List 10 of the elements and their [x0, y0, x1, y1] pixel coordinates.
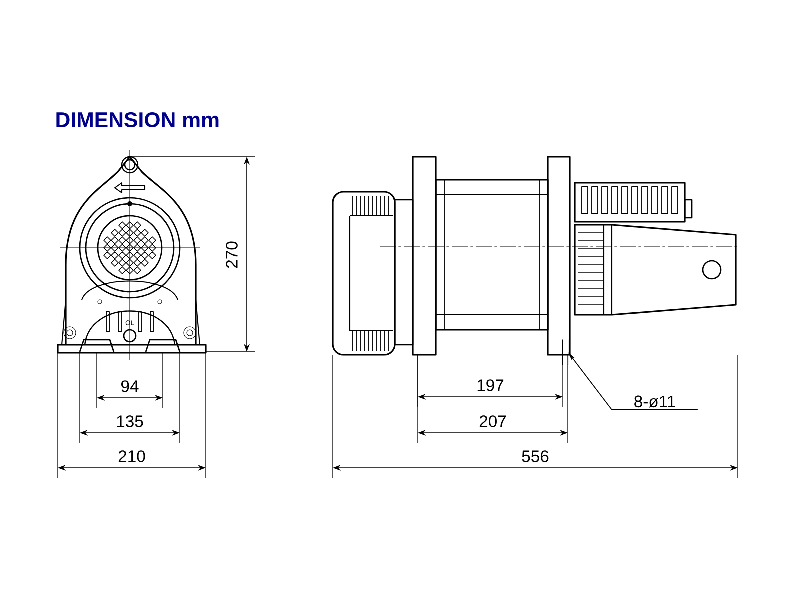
mounting-hole: [562, 339, 569, 366]
dimension-value: 94: [122, 380, 139, 392]
dimension-value: 135: [117, 416, 144, 428]
title: DIMENSION mm: [56, 112, 219, 128]
leader-text: 8-ø11: [634, 396, 676, 408]
dimension-value: 197: [478, 380, 504, 392]
dimension-value: 207: [480, 416, 506, 428]
dimension-value: 270: [224, 240, 240, 270]
dimension-value: 210: [118, 450, 146, 462]
dimension-value: 556: [522, 450, 549, 462]
